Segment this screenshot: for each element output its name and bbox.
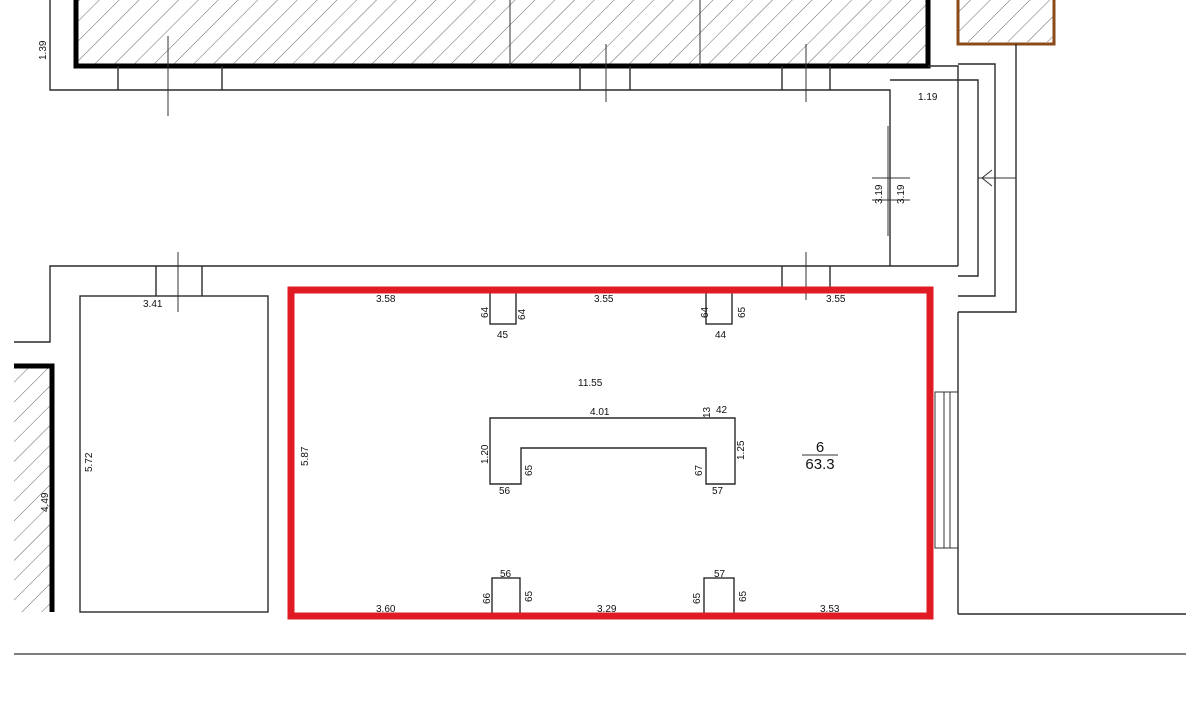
dim-right-corridor: 1.19 [918,92,938,103]
dim-pier-tl-w: 45 [497,330,509,341]
room-area: 63.3 [805,456,834,473]
dim-pier-br-w: 57 [714,569,726,580]
pier-bottom-right [703,577,735,615]
dim-pier-tl-l: 64 [480,306,491,318]
window [934,391,959,549]
dim-pier-br-l: 65 [692,592,703,604]
dim-bot-seg3: 3.53 [820,604,840,615]
dim-bot-seg1: 3.60 [376,604,396,615]
corridor-walls [49,0,959,266]
pier-top-left [489,291,517,325]
dim-pier-br-r: 65 [738,590,749,602]
dim-bot-seg2: 3.29 [597,604,617,615]
top-building-block [73,0,931,69]
u-shaped-counter [489,417,736,485]
room-number: 6 [816,439,824,456]
dim-u-inner-r: 67 [694,464,705,476]
room-piers [489,291,735,615]
dim-left-room-w: 3.41 [143,299,163,310]
dim-top-seg1: 3.58 [376,294,396,305]
dim-room-h: 5.87 [300,446,311,466]
dim-top-left-v: 1.39 [38,40,49,60]
fragment-outline [956,0,1056,46]
dim-u-right-top: 42 [716,405,728,416]
dim-pier-tr-l: 64 [700,306,711,318]
dim-u-bot-l: 56 [499,486,511,497]
dim-corridor-v1: 3.19 [874,184,885,204]
dim-pier-tl-r: 64 [517,308,528,320]
dim-u-right-h: 1.25 [736,440,747,460]
dim-u-right-small: 13 [702,406,713,418]
dim-pier-bl-r: 65 [524,590,535,602]
dim-left-room-h: 5.72 [84,452,95,472]
dim-pier-tr-w: 44 [715,330,727,341]
dim-pier-tr-r: 65 [737,306,748,318]
right-access [958,44,1017,313]
dim-far-left-h: 4.49 [40,492,51,512]
room-highlight [287,286,934,620]
dim-u-left-h: 1.20 [480,444,491,464]
right-exterior [934,312,1186,615]
dim-top-seg3: 3.55 [826,294,846,305]
room-label: 6 63.3 [802,439,838,473]
dim-u-inner-l: 65 [524,464,535,476]
dim-top-seg2: 3.55 [594,294,614,305]
dimension-labels: 1.39 1.19 3.19 3.19 3.41 5.72 4.49 3.58 … [38,40,938,615]
left-room [79,295,269,613]
dim-u-bot-r: 57 [712,486,724,497]
pier-bottom-left [491,577,521,615]
far-left-block [14,363,55,612]
dim-room-w: 11.55 [578,378,603,389]
middle-wall [14,252,958,343]
dim-corridor-v2: 3.19 [896,184,907,204]
top-right-fragment [956,0,1056,46]
dim-u-top: 4.01 [590,407,610,418]
dim-pier-bl-l: 66 [482,592,493,604]
dim-pier-bl-w: 56 [500,569,512,580]
